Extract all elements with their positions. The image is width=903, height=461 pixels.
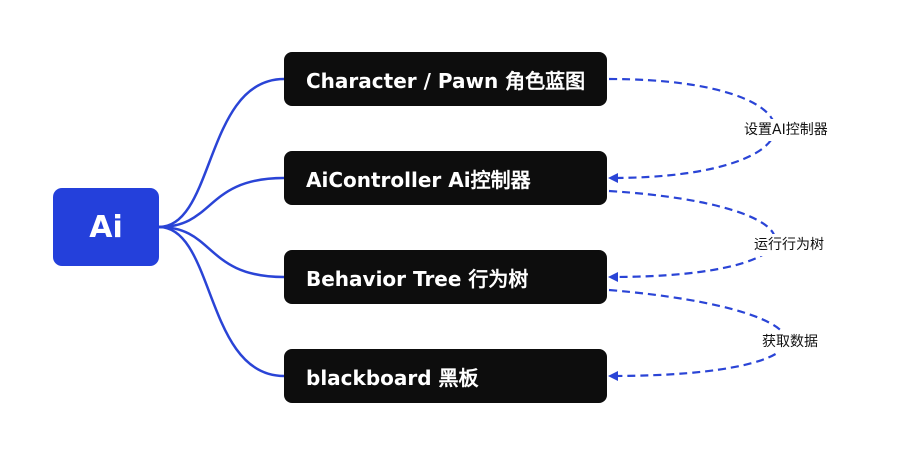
node-aicontroller: AiController Ai控制器 [284, 151, 607, 205]
node-label: Character / Pawn 角色蓝图 [306, 68, 586, 93]
node-blackboard: blackboard 黑板 [284, 349, 607, 403]
node-behavior-tree: Behavior Tree 行为树 [284, 250, 607, 304]
tree-connector-behavior-tree [158, 225, 285, 279]
relation-arrow-get-data [608, 288, 788, 381]
node-label: Behavior Tree 行为树 [306, 266, 529, 291]
node-label: AiController Ai控制器 [306, 167, 531, 192]
tree-connector-aicontroller [158, 176, 285, 229]
tree-connector-blackboard [158, 225, 285, 378]
root-node-label: Ai [89, 209, 123, 245]
root-node-ai: Ai [53, 188, 159, 266]
relation-label-run-behavior-tree: 运行行为树 [752, 234, 826, 256]
relation-arrow-run-behavior-tree [608, 189, 776, 282]
node-label: blackboard 黑板 [306, 365, 479, 390]
relation-label-set-ai-controller: 设置AI控制器 [742, 119, 830, 141]
relation-label-get-data: 获取数据 [760, 331, 820, 353]
node-character-pawn: Character / Pawn 角色蓝图 [284, 52, 607, 106]
tree-connector-character [158, 77, 285, 229]
